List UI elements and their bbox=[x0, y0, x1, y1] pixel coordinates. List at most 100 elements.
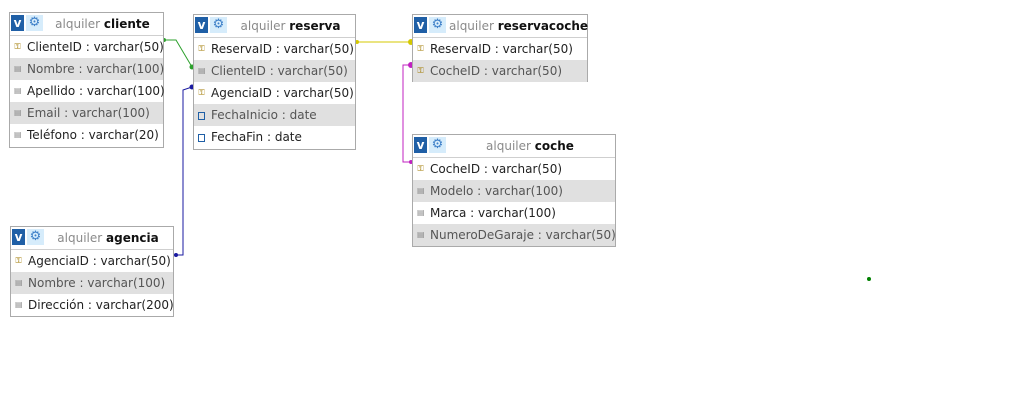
field-row[interactable]: ▤ Apellido : varchar(100) bbox=[10, 80, 165, 102]
field-row[interactable]: ⚿AgenciaID : varchar(50) bbox=[194, 82, 355, 104]
field-label: Teléfono : varchar(20) bbox=[27, 128, 159, 142]
text-field-icon: ▤ bbox=[14, 86, 22, 95]
gear-icon[interactable]: ⚙ bbox=[26, 15, 43, 31]
field-row[interactable]: ▤ NumeroDeGaraje : varchar(50) bbox=[413, 224, 616, 246]
table-header[interactable]: v ⚙ alquiler reserva bbox=[194, 15, 355, 38]
key-icon: ⚿ bbox=[14, 42, 21, 51]
field-row[interactable]: ▤ Nombre : varchar(100) bbox=[11, 272, 173, 294]
field-label: FechaInicio : date bbox=[211, 108, 317, 122]
table-title: alquiler coche bbox=[449, 135, 611, 157]
field-row[interactable]: ▤ Teléfono : varchar(20) bbox=[10, 124, 163, 146]
db-name: alquiler bbox=[240, 19, 286, 33]
field-label: Modelo : varchar(100) bbox=[430, 184, 563, 198]
text-field-icon: ▤ bbox=[417, 186, 425, 195]
key-icon: ⚿ bbox=[417, 44, 424, 53]
field-label: ReservaID : varchar(50) bbox=[211, 42, 354, 56]
key-icon: ⚿ bbox=[198, 44, 205, 53]
table-header[interactable]: v ⚙ alquiler reservacoche bbox=[413, 15, 588, 38]
table-coche[interactable]: v ⚙ alquiler coche ⚿ CocheID : varchar(50… bbox=[412, 134, 616, 247]
field-row[interactable]: ⚿ CocheID : varchar(50) bbox=[413, 60, 587, 82]
field-label: Apellido : varchar(100) bbox=[27, 84, 165, 98]
table-header[interactable]: v ⚙ alquiler agencia bbox=[11, 227, 173, 250]
field-row[interactable]: ⚿ ClienteID : varchar(50) bbox=[10, 36, 163, 58]
field-label: NumeroDeGaraje : varchar(50) bbox=[430, 228, 616, 242]
relation-end-dot bbox=[355, 40, 359, 44]
field-label: ReservaID : varchar(50) bbox=[430, 42, 573, 56]
key-icon: ⚿ bbox=[15, 256, 22, 265]
field-list: ⚿ ClienteID : varchar(50) ▤ Nombre : varcha… bbox=[10, 36, 165, 146]
field-row[interactable]: ⚿ ReservaID : varchar(50) bbox=[194, 38, 355, 60]
field-label: ClienteID : varchar(50) bbox=[27, 40, 164, 54]
field-label: Nombre : varchar(100) bbox=[28, 276, 166, 290]
table-reserva[interactable]: v ⚙ alquiler reserva ⚿ ReservaID : varcha… bbox=[193, 14, 356, 150]
gear-icon[interactable]: ⚙ bbox=[210, 17, 227, 33]
field-label: Email : varchar(100) bbox=[27, 106, 150, 120]
relation-end-dot bbox=[174, 253, 178, 257]
table-title: alquiler cliente bbox=[46, 13, 159, 35]
db-name: alquiler bbox=[55, 17, 101, 31]
field-label: CocheID : varchar(50) bbox=[430, 64, 563, 78]
field-label: Nombre : varchar(100) bbox=[27, 62, 165, 76]
calendar-icon bbox=[198, 134, 205, 142]
table-header[interactable]: v ⚙ alquiler cliente bbox=[10, 13, 163, 36]
field-row[interactable]: ▤ Email : varchar(100) bbox=[10, 102, 163, 124]
table-title: alquiler agencia bbox=[47, 227, 169, 249]
field-label: Marca : varchar(100) bbox=[430, 206, 556, 220]
field-row[interactable]: ⚿ AgenciaID : varchar(50) bbox=[11, 250, 173, 272]
relation-agencia-reserva bbox=[175, 86, 193, 256]
table-title: alquiler reservacoche bbox=[449, 15, 588, 37]
relation-coche-reservacoche bbox=[402, 64, 411, 163]
table-name: cliente bbox=[103, 17, 150, 31]
field-row[interactable]: ▤ Modelo : varchar(100) bbox=[413, 180, 615, 202]
field-list: ⚿ AgenciaID : varchar(50) ▤ Nombre : varcha… bbox=[11, 250, 174, 316]
gear-icon[interactable]: ⚙ bbox=[27, 229, 44, 245]
toggle-v-icon[interactable]: v bbox=[11, 15, 24, 31]
text-field-icon: ▤ bbox=[14, 64, 22, 73]
table-header[interactable]: v ⚙ alquiler coche bbox=[413, 135, 615, 158]
field-list: ⚿ CocheID : varchar(50) ▤ Modelo : varchar(… bbox=[413, 158, 616, 246]
field-label: ClienteID : varchar(50) bbox=[211, 64, 348, 78]
field-row[interactable]: FechaInicio : date bbox=[194, 104, 355, 126]
db-name: alquiler bbox=[486, 139, 531, 153]
key-icon: ⚿ bbox=[417, 164, 424, 173]
gear-icon[interactable]: ⚙ bbox=[429, 137, 446, 153]
text-field-icon: ▤ bbox=[14, 130, 22, 139]
field-row[interactable]: ⚿ ReservaID : varchar(50) bbox=[413, 38, 587, 60]
text-field-icon: ▤ bbox=[15, 278, 23, 287]
toggle-v-icon[interactable]: v bbox=[12, 229, 25, 245]
stray-dot bbox=[867, 277, 871, 281]
field-list: ⚿ ReservaID : varchar(50) ▤ ClienteID : var… bbox=[194, 38, 355, 148]
relation-cliente-reserva bbox=[163, 39, 193, 68]
toggle-v-icon[interactable]: v bbox=[414, 137, 427, 153]
toggle-v-icon[interactable]: v bbox=[414, 17, 427, 33]
gear-icon[interactable]: ⚙ bbox=[429, 17, 446, 33]
text-field-icon: ▤ bbox=[417, 208, 425, 217]
field-row[interactable]: FechaFin : date bbox=[194, 126, 355, 148]
field-row[interactable]: ⚿ CocheID : varchar(50) bbox=[413, 158, 615, 180]
table-agencia[interactable]: v ⚙ alquiler agencia ⚿ AgenciaID : varcha… bbox=[10, 226, 174, 317]
table-name: reserva bbox=[289, 19, 341, 33]
toggle-v-icon[interactable]: v bbox=[195, 17, 208, 33]
text-field-icon: ▤ bbox=[14, 108, 22, 117]
field-row[interactable]: ▤ Nombre : varchar(100) bbox=[10, 58, 165, 80]
table-name: agencia bbox=[106, 231, 159, 245]
field-label: FechaFin : date bbox=[211, 130, 302, 144]
field-row[interactable]: ▤ ClienteID : varchar(50) bbox=[194, 60, 355, 82]
text-field-icon: ▤ bbox=[198, 66, 206, 75]
text-field-icon: ▤ bbox=[417, 230, 425, 239]
key-icon: ⚿ bbox=[417, 66, 424, 75]
table-reservacoche[interactable]: v ⚙ alquiler reservacoche ⚿ ReservaID : v… bbox=[412, 14, 588, 82]
table-cliente[interactable]: v ⚙ alquiler cliente ⚿ ClienteID : varcha… bbox=[9, 12, 165, 148]
field-label: AgenciaID : varchar(50) bbox=[28, 254, 171, 268]
field-row[interactable]: ▤ Dirección : varchar(200) bbox=[11, 294, 174, 316]
calendar-icon bbox=[198, 112, 205, 120]
key-icon: ⚿ bbox=[198, 88, 205, 97]
field-list: ⚿ ReservaID : varchar(50) ⚿ CocheID : varch… bbox=[413, 38, 587, 82]
field-label: Dirección : varchar(200) bbox=[28, 298, 174, 312]
table-name: coche bbox=[534, 139, 574, 153]
field-label: CocheID : varchar(50) bbox=[430, 162, 563, 176]
table-title: alquiler reserva bbox=[230, 15, 351, 37]
db-name: alquiler bbox=[449, 19, 494, 33]
field-row[interactable]: ▤ Marca : varchar(100) bbox=[413, 202, 615, 224]
text-field-icon: ▤ bbox=[15, 300, 23, 309]
